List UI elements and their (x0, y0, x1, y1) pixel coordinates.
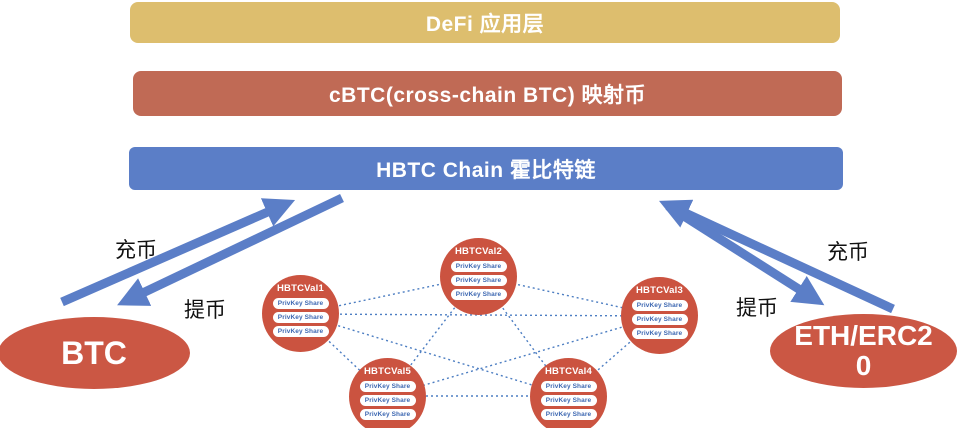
left-deposit-label: 充币 (115, 238, 157, 262)
btc-chain-label: BTC (61, 334, 127, 371)
validator-name: HBTCVal1 (276, 283, 324, 294)
privkey-share-pill: PrivKey Share (272, 326, 329, 337)
privkey-share-pill: PrivKey Share (450, 275, 507, 286)
privkey-share-pill: PrivKey Share (540, 395, 597, 406)
privkey-share-pill: PrivKey Share (359, 395, 416, 406)
right-withdraw-arrow (665, 202, 825, 306)
mesh-line-v1-v3 (299, 313, 661, 317)
cbtc-layer-label: cBTC(cross-chain BTC) 映射币 (328, 83, 647, 107)
privkey-share-pill: PrivKey Share (450, 289, 507, 300)
validator-name: HBTCVal2 (454, 246, 502, 257)
privkey-share-pill: PrivKey Share (540, 409, 597, 420)
mesh-line-v3-v5 (386, 315, 661, 397)
validator-node-hbtcval1: HBTCVal1 PrivKey Share PrivKey Share Pri… (262, 275, 339, 352)
right-deposit-label: 充币 (827, 240, 869, 264)
cbtc-mapped-coin-bar: cBTC(cross-chain BTC) 映射币 (133, 71, 842, 116)
defi-application-layer-bar: DeFi 应用层 (130, 2, 840, 43)
right-deposit-arrow (659, 199, 895, 314)
validator-node-hbtcval3: HBTCVal3 PrivKey Share PrivKey Share Pri… (621, 277, 698, 354)
privkey-share-pill: PrivKey Share (359, 409, 416, 420)
left-withdraw-arrow (117, 193, 344, 306)
eth-chain-label: ETH/ERC20 (794, 319, 933, 381)
mesh-line-v1-v4 (299, 313, 569, 397)
validator-name: HBTCVal4 (544, 366, 592, 377)
left-withdraw-label: 提币 (184, 298, 226, 322)
validator-node-hbtcval2: HBTCVal2 PrivKey Share PrivKey Share Pri… (440, 238, 517, 315)
privkey-share-pill: PrivKey Share (631, 314, 688, 325)
privkey-share-pill: PrivKey Share (631, 328, 688, 339)
eth-erc20-chain-ellipse: ETH/ERC20 (770, 314, 957, 388)
validator-name: HBTCVal5 (363, 366, 411, 377)
privkey-share-pill: PrivKey Share (359, 381, 416, 392)
validator-name: HBTCVal3 (635, 285, 683, 296)
privkey-share-pill: PrivKey Share (272, 298, 329, 309)
hbtc-layer-label: HBTC Chain 霍比特链 (376, 158, 596, 182)
left-deposit-arrow (60, 198, 296, 307)
privkey-share-pill: PrivKey Share (631, 300, 688, 311)
privkey-share-pill: PrivKey Share (540, 381, 597, 392)
btc-chain-ellipse: BTC (0, 317, 190, 389)
validator-node-hbtcval5: HBTCVal5 PrivKey Share PrivKey Share Pri… (349, 358, 426, 428)
validator-node-hbtcval4: HBTCVal4 PrivKey Share PrivKey Share Pri… (530, 358, 607, 428)
right-withdraw-label: 提币 (736, 296, 778, 320)
privkey-share-pill: PrivKey Share (450, 261, 507, 272)
hbtc-chain-bar: HBTC Chain 霍比特链 (129, 147, 843, 190)
defi-layer-label: DeFi 应用层 (425, 12, 545, 36)
privkey-share-pill: PrivKey Share (272, 312, 329, 323)
